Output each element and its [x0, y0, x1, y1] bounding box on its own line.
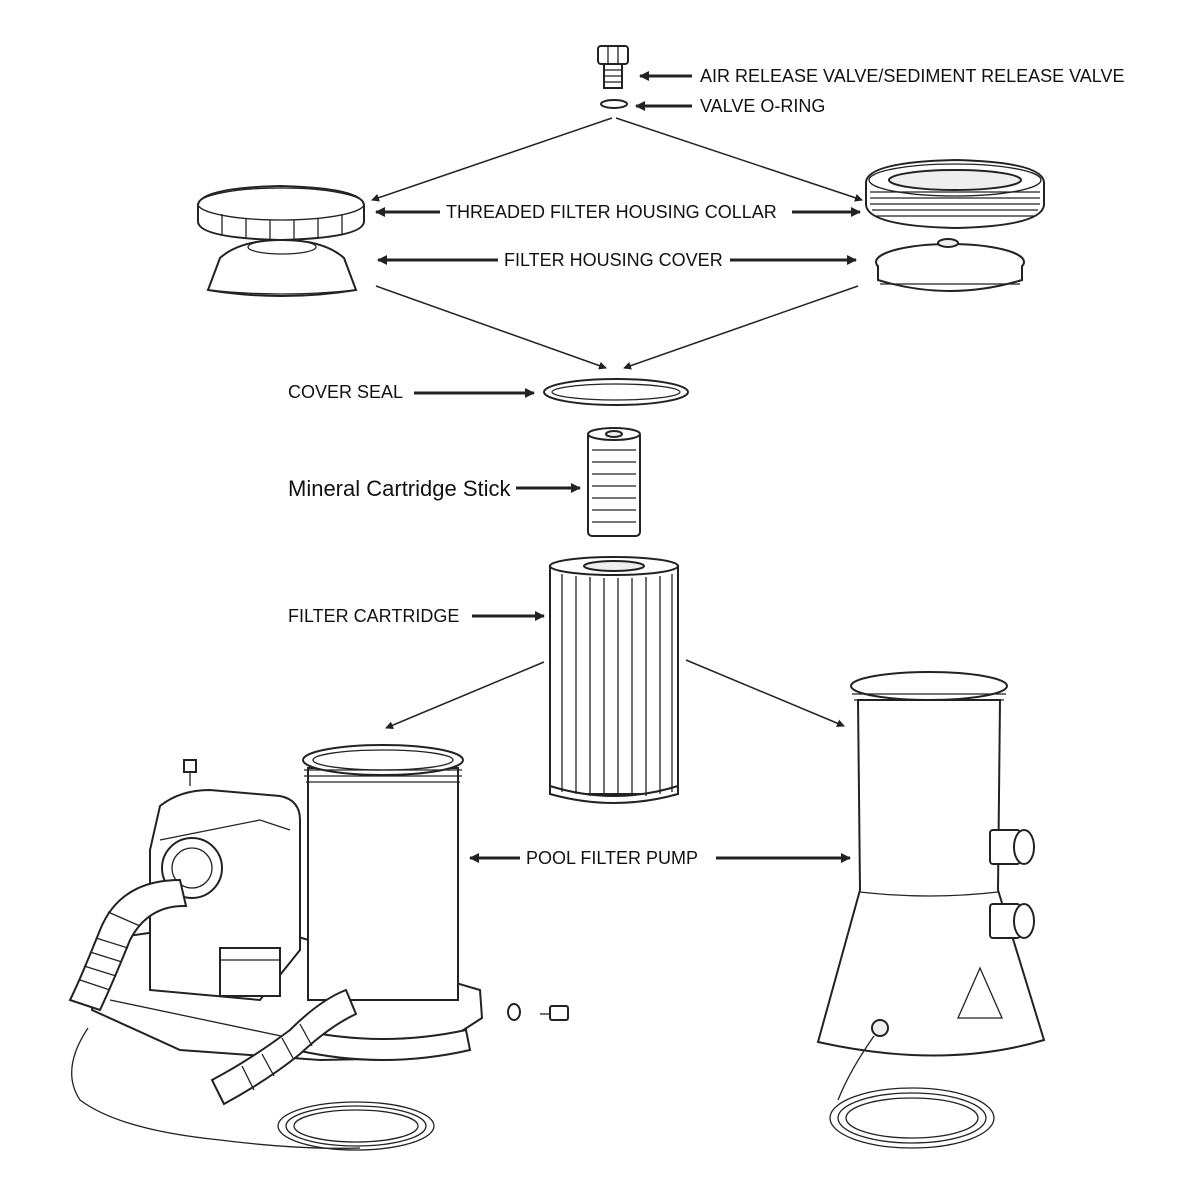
housing-cover-left-part [206, 238, 358, 297]
cover-seal-label: COVER SEAL [288, 382, 403, 402]
pool-filter-pump-right-part [816, 671, 1046, 1149]
threaded-collar-right-part [865, 158, 1045, 230]
valve-o-ring-part [600, 99, 628, 109]
filter-cartridge-label: FILTER CARTRIDGE [288, 606, 459, 626]
air-release-valve-label: AIR RELEASE VALVE/SEDIMENT RELEASE VALVE [700, 66, 1125, 86]
housing-cover-right-part [875, 238, 1025, 292]
valve-o-ring-label: VALVE O-RING [700, 96, 825, 116]
mineral-cartridge-label: Mineral Cartridge Stick [288, 476, 512, 501]
threaded-collar-left-part [197, 184, 365, 242]
threaded-collar-label: THREADED FILTER HOUSING COLLAR [446, 202, 777, 222]
air-release-valve-part [597, 45, 629, 89]
filter-cartridge-part [549, 556, 679, 804]
cover-seal-part [543, 378, 689, 406]
housing-cover-label: FILTER HOUSING COVER [504, 250, 723, 270]
pool-filter-pump-left-part [68, 744, 569, 1151]
mineral-cartridge-part [587, 427, 641, 537]
pool-filter-pump-label: POOL FILTER PUMP [526, 848, 698, 868]
